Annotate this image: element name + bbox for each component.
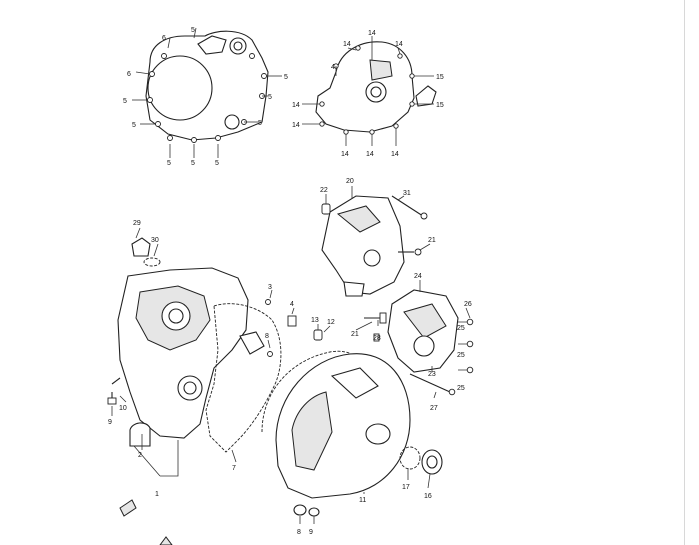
callout-14: 14 xyxy=(368,30,376,37)
callout-16: 16 xyxy=(424,493,432,500)
callout-14: 14 xyxy=(341,151,349,158)
callout-9: 9 xyxy=(108,419,112,426)
leader-lines xyxy=(111,27,471,524)
page-edge-rule xyxy=(684,0,685,545)
callout-1: 1 xyxy=(155,491,159,498)
callout-23: 23 xyxy=(428,371,436,378)
callout-numbers: 6 5 6 5 5 5 5 5 5 5 5 14 14 14 4 15 15 1… xyxy=(108,27,472,536)
callout-12: 12 xyxy=(327,319,335,326)
callout-28: 28 xyxy=(373,335,381,342)
callout-10: 10 xyxy=(119,405,127,412)
page-corner-marker xyxy=(159,536,173,545)
callout-8: 8 xyxy=(265,333,269,340)
callout-8: 8 xyxy=(297,529,301,536)
crankcase-gasket xyxy=(205,299,297,453)
callout-30: 30 xyxy=(151,237,159,244)
callout-14: 14 xyxy=(292,102,300,109)
direction-arrow-icon xyxy=(119,499,137,517)
callout-25: 25 xyxy=(457,385,465,392)
callout-14: 14 xyxy=(395,41,403,48)
clutch-cover-top xyxy=(145,30,269,143)
callout-5: 5 xyxy=(284,74,288,81)
crankcase-left xyxy=(107,237,249,447)
callout-15: 15 xyxy=(436,102,444,109)
callout-29: 29 xyxy=(133,220,141,227)
callout-25: 25 xyxy=(457,352,465,359)
magneto-cover-lower xyxy=(261,329,411,517)
callout-14: 14 xyxy=(366,151,374,158)
callout-5: 5 xyxy=(191,27,195,34)
callout-2: 2 xyxy=(138,452,142,459)
water-pump-cover xyxy=(364,289,474,396)
callout-5: 5 xyxy=(215,160,219,167)
callout-3: 3 xyxy=(268,284,272,291)
callout-14: 14 xyxy=(391,151,399,158)
callout-9: 9 xyxy=(309,529,313,536)
callout-27: 27 xyxy=(430,405,438,412)
callout-5: 5 xyxy=(258,120,262,127)
callout-26: 26 xyxy=(464,301,472,308)
callout-5: 5 xyxy=(167,160,171,167)
callout-6: 6 xyxy=(127,71,131,78)
callout-25: 25 xyxy=(457,325,465,332)
callout-15: 15 xyxy=(436,74,444,81)
callout-14: 14 xyxy=(292,122,300,129)
callout-5: 5 xyxy=(268,94,272,101)
callout-5: 5 xyxy=(132,122,136,129)
callout-4: 4 xyxy=(290,301,294,308)
callout-4: 4 xyxy=(331,64,335,71)
callout-31: 31 xyxy=(403,190,411,197)
callout-5: 5 xyxy=(123,98,127,105)
callout-13: 13 xyxy=(311,317,319,324)
callout-5: 5 xyxy=(191,160,195,167)
sprocket-cover xyxy=(321,195,428,297)
magneto-cover-top xyxy=(315,41,437,135)
callout-14: 14 xyxy=(343,41,351,48)
callout-6: 6 xyxy=(162,35,166,42)
callout-17: 17 xyxy=(402,484,410,491)
callout-21: 21 xyxy=(428,237,436,244)
callout-7: 7 xyxy=(232,465,236,472)
callout-21: 21 xyxy=(351,331,359,338)
callout-22: 22 xyxy=(320,187,328,194)
callout-24: 24 xyxy=(414,273,422,280)
inspection-cap xyxy=(399,446,443,475)
callout-11: 11 xyxy=(359,497,366,504)
callout-20: 20 xyxy=(346,178,354,185)
